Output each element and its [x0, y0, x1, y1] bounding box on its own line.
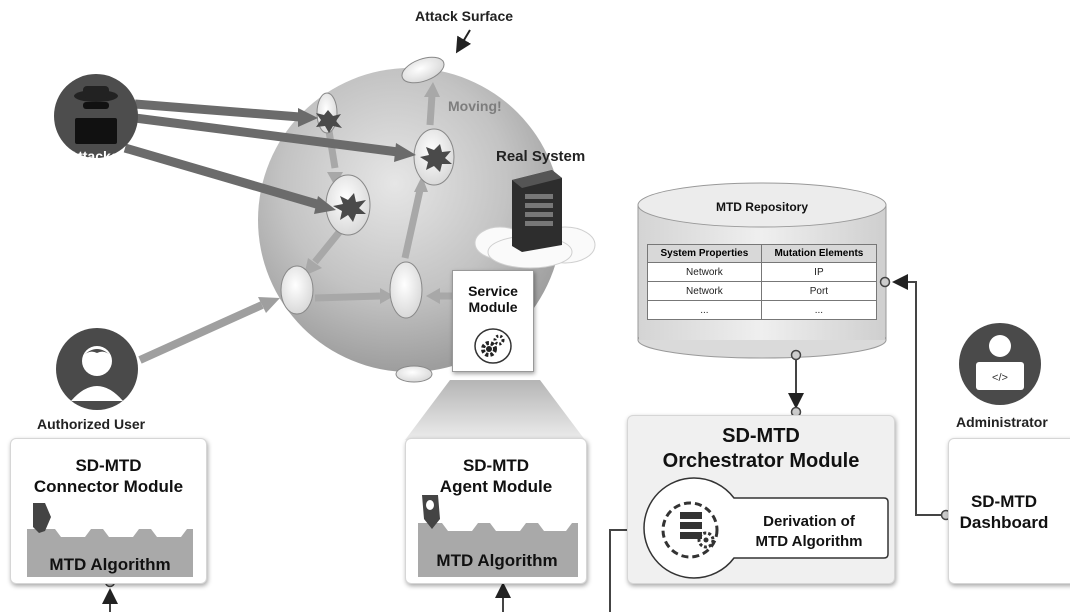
- derivation-label-2: MTD Algorithm: [755, 533, 863, 550]
- attacker-icon: Attacker: [53, 72, 139, 176]
- orchestrator-link-line: [609, 529, 632, 612]
- attack-bursts: [316, 110, 452, 222]
- table-row: Network IP: [647, 262, 878, 282]
- algorithm-gear-icon: [661, 501, 719, 559]
- agent-title-2: Agent Module: [439, 477, 553, 496]
- connector-module: SD-MTD Connector Module MTD Algorithm: [10, 438, 207, 584]
- administrator-label: Administrator: [956, 414, 1048, 430]
- dashboard-module: SD-MTD Dashboard: [948, 438, 1070, 584]
- agent-title-1: SD-MTD: [462, 456, 530, 475]
- orchestrator-module: SD-MTD Orchestrator Module Derivation of…: [627, 415, 895, 584]
- agent-module: SD-MTD Agent Module MTD Algorithm: [405, 438, 587, 584]
- attack-surface-pointer: [455, 29, 472, 54]
- svg-text:</>: </>: [992, 372, 1008, 384]
- orchestrator-title-2: Orchestrator Module: [662, 450, 860, 472]
- dashboard-repo-connector: [892, 274, 945, 516]
- administrator-icon: </>: [958, 322, 1042, 406]
- agent-algorithm-label: MTD Algorithm: [436, 551, 558, 570]
- attack-arrows: [123, 99, 399, 210]
- user-access-arrow: [138, 301, 264, 364]
- connector-title-2: Connector Module: [33, 477, 184, 496]
- authorized-user-icon: [55, 327, 139, 411]
- mtd-algorithm-gear-track: [27, 503, 193, 577]
- server-icon: [512, 170, 562, 252]
- attacker-label: Attacker: [67, 148, 125, 164]
- agent-zoom-cone: [405, 380, 585, 440]
- authorized-user-label: Authorized User: [37, 416, 146, 432]
- service-module: Service Module: [452, 270, 534, 372]
- real-system-label: Real System: [496, 148, 586, 165]
- derivation-label-1: Derivation of: [763, 513, 855, 530]
- dashboard-title-2: Dashboard: [959, 513, 1049, 532]
- table-header: System Properties: [647, 244, 762, 263]
- attack-surface-label: Attack Surface: [415, 8, 514, 24]
- derivation-label: Derivation of MTD Algorithm: [730, 512, 888, 552]
- connector-algorithm-label: MTD Algorithm: [49, 555, 171, 574]
- dashboard-title-1: SD-MTD: [970, 492, 1038, 511]
- moving-label: Moving!: [448, 98, 502, 114]
- mtd-algorithm-gear-track: [418, 495, 578, 577]
- table-header: Mutation Elements: [760, 244, 878, 263]
- repository-table: System Properties Mutation Elements Netw…: [647, 244, 878, 320]
- table-row: Network Port: [647, 281, 878, 301]
- table-row: ... ...: [647, 300, 878, 320]
- service-module-label-2: Module: [468, 299, 518, 315]
- service-module-label-1: Service: [468, 283, 518, 299]
- gear-icon: [474, 328, 512, 364]
- connector-title-1: SD-MTD: [75, 456, 142, 475]
- repository-title: MTD Repository: [715, 200, 808, 214]
- orchestrator-title-1: SD-MTD: [722, 425, 800, 447]
